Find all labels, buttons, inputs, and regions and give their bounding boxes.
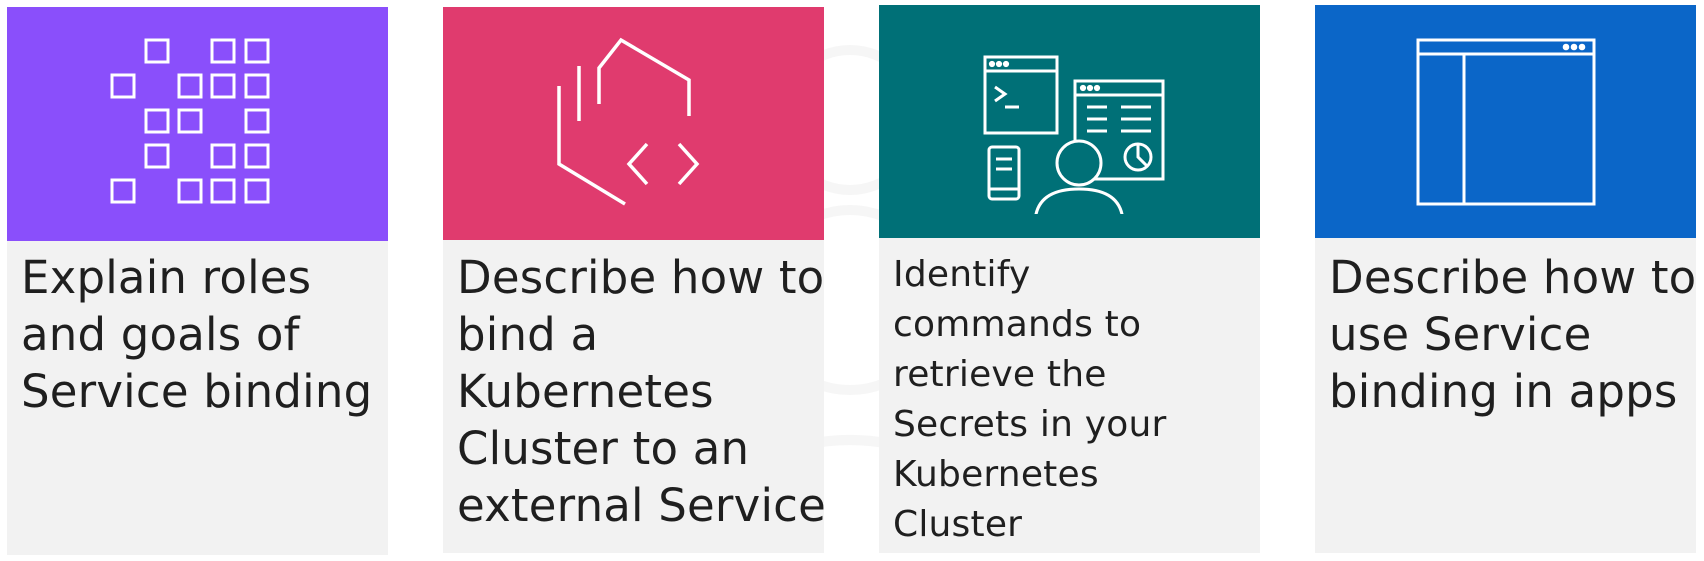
card-3-header <box>879 5 1260 238</box>
objective-card-2: Describe how to bind a Kubernetes Cluste… <box>443 7 826 553</box>
card-2-line-3: Kubernetes <box>457 365 714 418</box>
card-1-text: Explain roles and goals of Service bindi… <box>21 249 380 420</box>
card-1-line-2: and goals of <box>21 308 300 361</box>
card-3-text: Identify commands to retrieve the Secret… <box>893 250 1252 550</box>
card-2-line-2: bind a <box>457 308 599 361</box>
objective-card-1: Explain roles and goals of Service bindi… <box>7 7 388 555</box>
card-3-line-2: commands to <box>893 304 1142 345</box>
card-3-line-4: Secrets in your <box>893 404 1167 445</box>
card-2-line-5: external Service <box>457 479 826 532</box>
card-4-line-1: Describe how to <box>1329 251 1697 304</box>
card-4-line-2: use Service <box>1329 308 1592 361</box>
card-4-text: Describe how to use Service binding in a… <box>1329 249 1697 420</box>
card-1-line-1: Explain roles <box>21 251 312 304</box>
card-2-line-1: Describe how to <box>457 251 825 304</box>
card-4-line-3: binding in apps <box>1329 365 1678 418</box>
app-window-sidebar-icon <box>1416 38 1595 205</box>
hexagon-code-icon <box>556 37 699 206</box>
grid-squares-icon <box>110 38 269 203</box>
card-2-header <box>443 7 824 240</box>
card-4-header <box>1315 5 1696 238</box>
card-1-header <box>7 7 388 241</box>
developer-terminal-dashboard-icon <box>983 55 1164 214</box>
card-2-line-4: Cluster to an <box>457 422 750 475</box>
card-3-line-6: Cluster <box>893 504 1023 545</box>
objective-card-4: Describe how to use Service binding in a… <box>1315 5 1696 553</box>
card-3-line-5: Kubernetes <box>893 454 1099 495</box>
card-2-text: Describe how to bind a Kubernetes Cluste… <box>457 249 826 534</box>
card-3-line-1: Identify <box>893 254 1031 295</box>
card-1-line-3: Service binding <box>21 365 373 418</box>
card-3-line-3: retrieve the <box>893 354 1107 395</box>
objective-card-3: Identify commands to retrieve the Secret… <box>879 5 1260 553</box>
